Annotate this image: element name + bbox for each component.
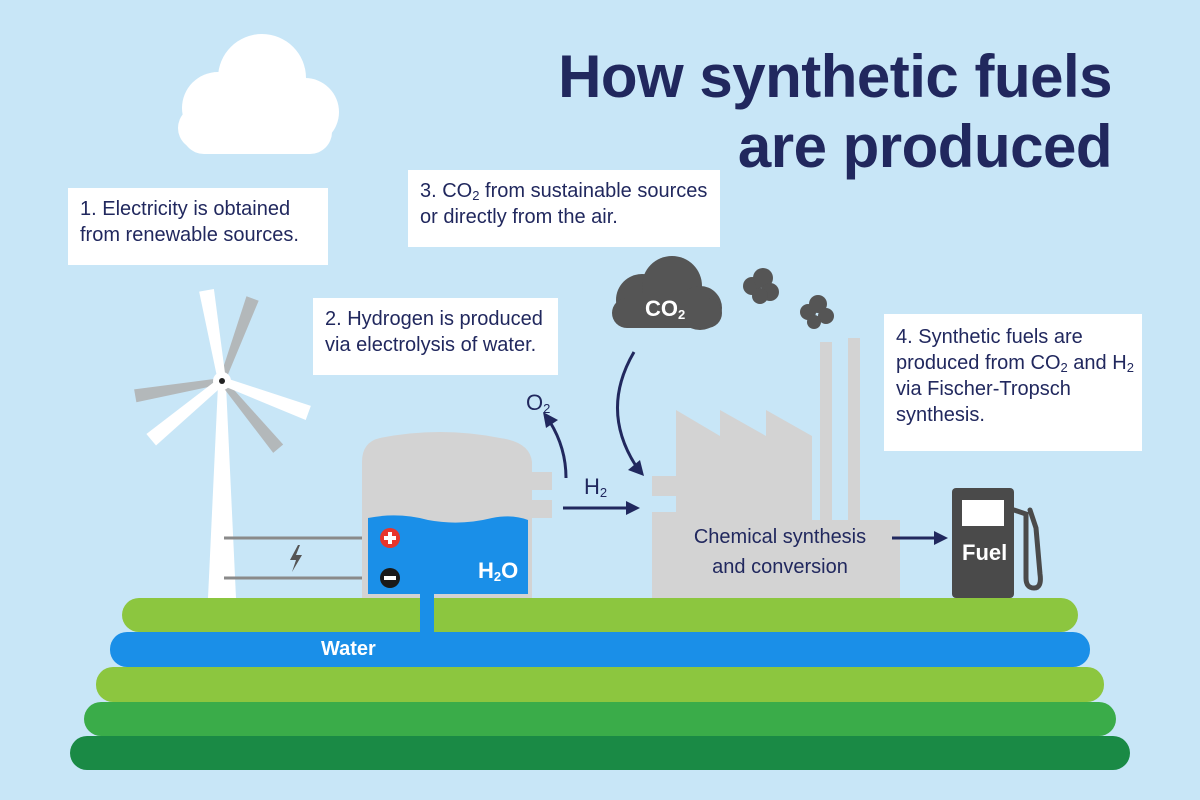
step-4-line-2-mid: and H	[1067, 352, 1127, 374]
factory-icon	[652, 338, 900, 598]
turbine-blades	[146, 289, 311, 446]
ground-layers	[70, 598, 1130, 770]
h2-arrow	[563, 501, 640, 515]
fuel-pump-icon	[952, 488, 1043, 598]
h2o-label-main: H	[478, 558, 494, 583]
step-3-line-2: or directly from the air.	[420, 206, 618, 228]
title-line-1: How synthetic fuels	[558, 43, 1112, 110]
co2-cloud-icon	[612, 256, 722, 330]
step-4-line-2: produced from CO2 and H2	[896, 350, 1134, 376]
step-4-note: 4. Synthetic fuels are produced from CO2…	[884, 314, 1142, 451]
step-4-line-3: via Fischer-Tropsch	[896, 378, 1071, 400]
o2-label: O2	[526, 390, 550, 416]
h2o-label-sub: 2	[493, 569, 502, 584]
h2o-label-post: O	[501, 558, 519, 583]
smoke-icon	[743, 268, 834, 329]
step-1-line-1: 1. Electricity is obtained	[80, 198, 291, 220]
chemical-synthesis-label: Chemical synthesis and conversion	[690, 522, 870, 582]
step-4-line-2-sub2: 2	[1126, 360, 1134, 375]
ground-layer-mid	[84, 702, 1116, 736]
step-1-line-2: from renewable sources.	[80, 224, 299, 246]
turbine-blades-shadow	[134, 296, 284, 453]
step-4-line-2-sub: 2	[1060, 360, 1068, 375]
h2-label-main: H	[584, 474, 600, 499]
h2o-label: H2O	[478, 558, 518, 584]
fuel-label: Fuel	[962, 540, 1008, 565]
step-3-note: 3. CO2 from sustainable sources or direc…	[408, 170, 720, 247]
water-layer	[110, 632, 1090, 667]
step-2-line-2: via electrolysis of water.	[325, 334, 537, 356]
wind-turbine-icon	[134, 289, 311, 598]
ground-layer-dark	[70, 736, 1130, 770]
h2-label-sub: 2	[599, 485, 608, 500]
co2-label: CO2	[645, 296, 685, 322]
h2-label: H2	[584, 474, 607, 500]
grass-top-layer	[122, 598, 1078, 632]
step-4-line-1: 4. Synthetic fuels are	[896, 326, 1083, 348]
title-line-2: are produced	[737, 113, 1113, 180]
chemical-label-line-2: and conversion	[712, 556, 848, 578]
tank-water	[368, 515, 528, 594]
page-title: How synthetic fuels are produced	[558, 42, 1112, 182]
o2-label-sub: 2	[543, 401, 551, 416]
step-4-line-4: synthesis.	[896, 404, 985, 426]
co2-arrow	[616, 351, 644, 476]
step-2-note: 2. Hydrogen is produced via electrolysis…	[313, 298, 558, 375]
fuel-pump-display	[962, 500, 1004, 526]
fuel-arrow	[892, 531, 948, 545]
step-2-line-1: 2. Hydrogen is produced	[325, 308, 543, 330]
step-3-line-1-sub: 2	[472, 188, 480, 203]
o2-label-main: O	[526, 390, 544, 415]
electrolyser-tank	[362, 432, 552, 634]
water-label: Water	[321, 638, 376, 660]
lightning-icon	[290, 545, 302, 572]
step-1-note: 1. Electricity is obtained from renewabl…	[68, 188, 328, 265]
ground-layer-light	[96, 667, 1104, 702]
step-4-line-2-pre: produced from CO	[896, 352, 1061, 374]
co2-label-main: CO	[645, 296, 678, 321]
step-3-line-1: 3. CO2 from sustainable sources	[420, 178, 708, 204]
co2-label-sub: 2	[678, 307, 686, 322]
cloud-icon	[178, 34, 339, 154]
step-3-line-1-pre: 3. CO	[420, 180, 473, 202]
water-inlet-pipe	[420, 590, 434, 634]
chemical-label-line-1: Chemical synthesis	[693, 526, 867, 548]
o2-arrow	[543, 412, 568, 479]
step-3-line-1-post: from sustainable sources	[479, 180, 708, 202]
